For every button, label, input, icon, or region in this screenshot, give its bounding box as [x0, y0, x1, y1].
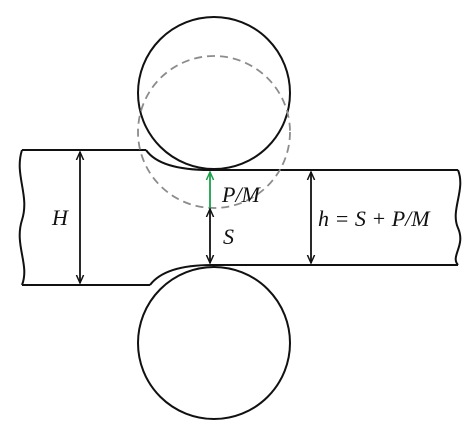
strip-left-break: [18, 149, 26, 286]
exit-thickness-label: h = S + P/M: [318, 206, 431, 231]
strip-lower-contact: [149, 264, 213, 286]
lower-roll: [137, 266, 291, 420]
roll-gap-label: S: [223, 224, 234, 249]
spring-stretch-label: P/M: [221, 182, 262, 207]
upper-roll-deflected: [137, 55, 291, 209]
entry-thickness-label: H: [51, 205, 69, 230]
upper-roll: [137, 16, 291, 170]
strip-roll-contact: [145, 149, 211, 171]
strip-right-break: [454, 169, 462, 266]
strip: [18, 149, 462, 286]
